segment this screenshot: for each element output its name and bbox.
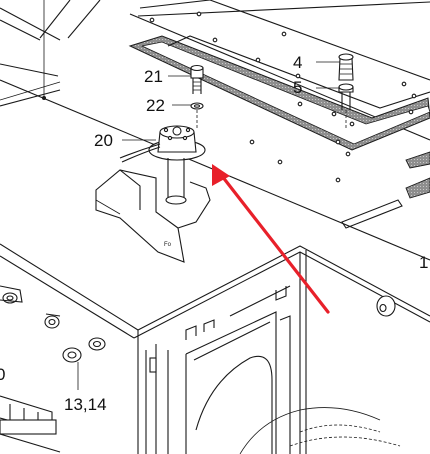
plate-holes bbox=[149, 11, 417, 183]
leader-dot bbox=[42, 96, 46, 100]
gauge-sender-20 bbox=[119, 125, 206, 163]
fitting-13-14 bbox=[62, 337, 106, 363]
bolt-21 bbox=[190, 64, 204, 94]
callout-21: 21 bbox=[144, 67, 163, 86]
callout-0-partial: 0 bbox=[0, 365, 5, 384]
red-indicator-arrow bbox=[212, 164, 330, 314]
callout-1-partial: 1 bbox=[419, 253, 428, 272]
callout-5: 5 bbox=[293, 78, 302, 97]
right-slot bbox=[341, 151, 430, 229]
leader-lines bbox=[42, 0, 340, 390]
callout-20: 20 bbox=[94, 131, 113, 150]
fitting-a bbox=[0, 285, 23, 304]
lower-enclosure bbox=[0, 243, 430, 454]
tank-bracket: Fo bbox=[95, 169, 211, 263]
float-tube bbox=[165, 158, 187, 205]
left-fittings bbox=[0, 285, 106, 453]
bolt-4-assembly bbox=[338, 53, 354, 128]
callout-22: 22 bbox=[146, 96, 165, 115]
callout-4: 4 bbox=[293, 53, 302, 72]
fitting-b bbox=[44, 313, 61, 329]
washer-22 bbox=[190, 102, 204, 110]
bracket-mark: Fo bbox=[164, 242, 172, 248]
left-frame bbox=[0, 0, 101, 107]
gasket-frame bbox=[128, 0, 430, 183]
callout-13-14: 13,14 bbox=[64, 395, 107, 414]
